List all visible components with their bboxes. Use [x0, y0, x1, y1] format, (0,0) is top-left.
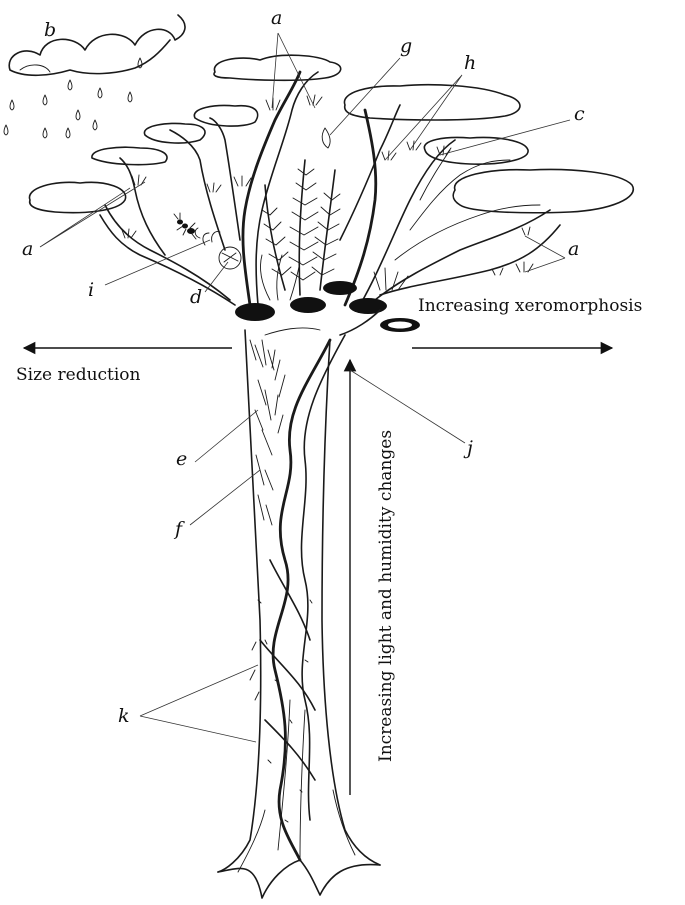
small-epiphytes [121, 94, 534, 291]
label-g: g [400, 35, 412, 57]
climbing-lianas [259, 309, 381, 862]
dark-nests [235, 281, 420, 332]
leader-lines [39, 32, 571, 743]
label-d: d [190, 286, 202, 308]
rain-drops [3, 57, 143, 139]
label-k: k [118, 705, 130, 727]
fern-cluster [259, 127, 341, 301]
captions: Size reduction Increasing xeromorphosis … [16, 296, 642, 762]
tree-trunk [217, 329, 381, 899]
label-i: i [88, 279, 94, 301]
letter-labels: a b g h c a a i d e j f k [22, 7, 585, 727]
label-j: j [463, 437, 473, 459]
label-a-right: a [568, 238, 579, 260]
direction-arrows [22, 341, 614, 795]
caption-size-reduction: Size reduction [16, 365, 141, 385]
caption-light-humidity: Increasing light and humidity changes [376, 430, 396, 762]
label-a-left: a [22, 238, 33, 260]
label-h: h [464, 52, 476, 74]
caption-xeromorphosis: Increasing xeromorphosis [418, 296, 642, 316]
rain-cloud [8, 14, 186, 77]
label-a-top: a [271, 7, 282, 29]
canopy-clouds [28, 54, 635, 214]
label-f: f [173, 518, 185, 540]
trunk-mosses [249, 339, 313, 823]
label-c: c [574, 103, 585, 125]
ant-icon [173, 212, 197, 240]
label-e: e [176, 448, 187, 470]
branches [99, 70, 561, 307]
label-b: b [44, 19, 56, 41]
